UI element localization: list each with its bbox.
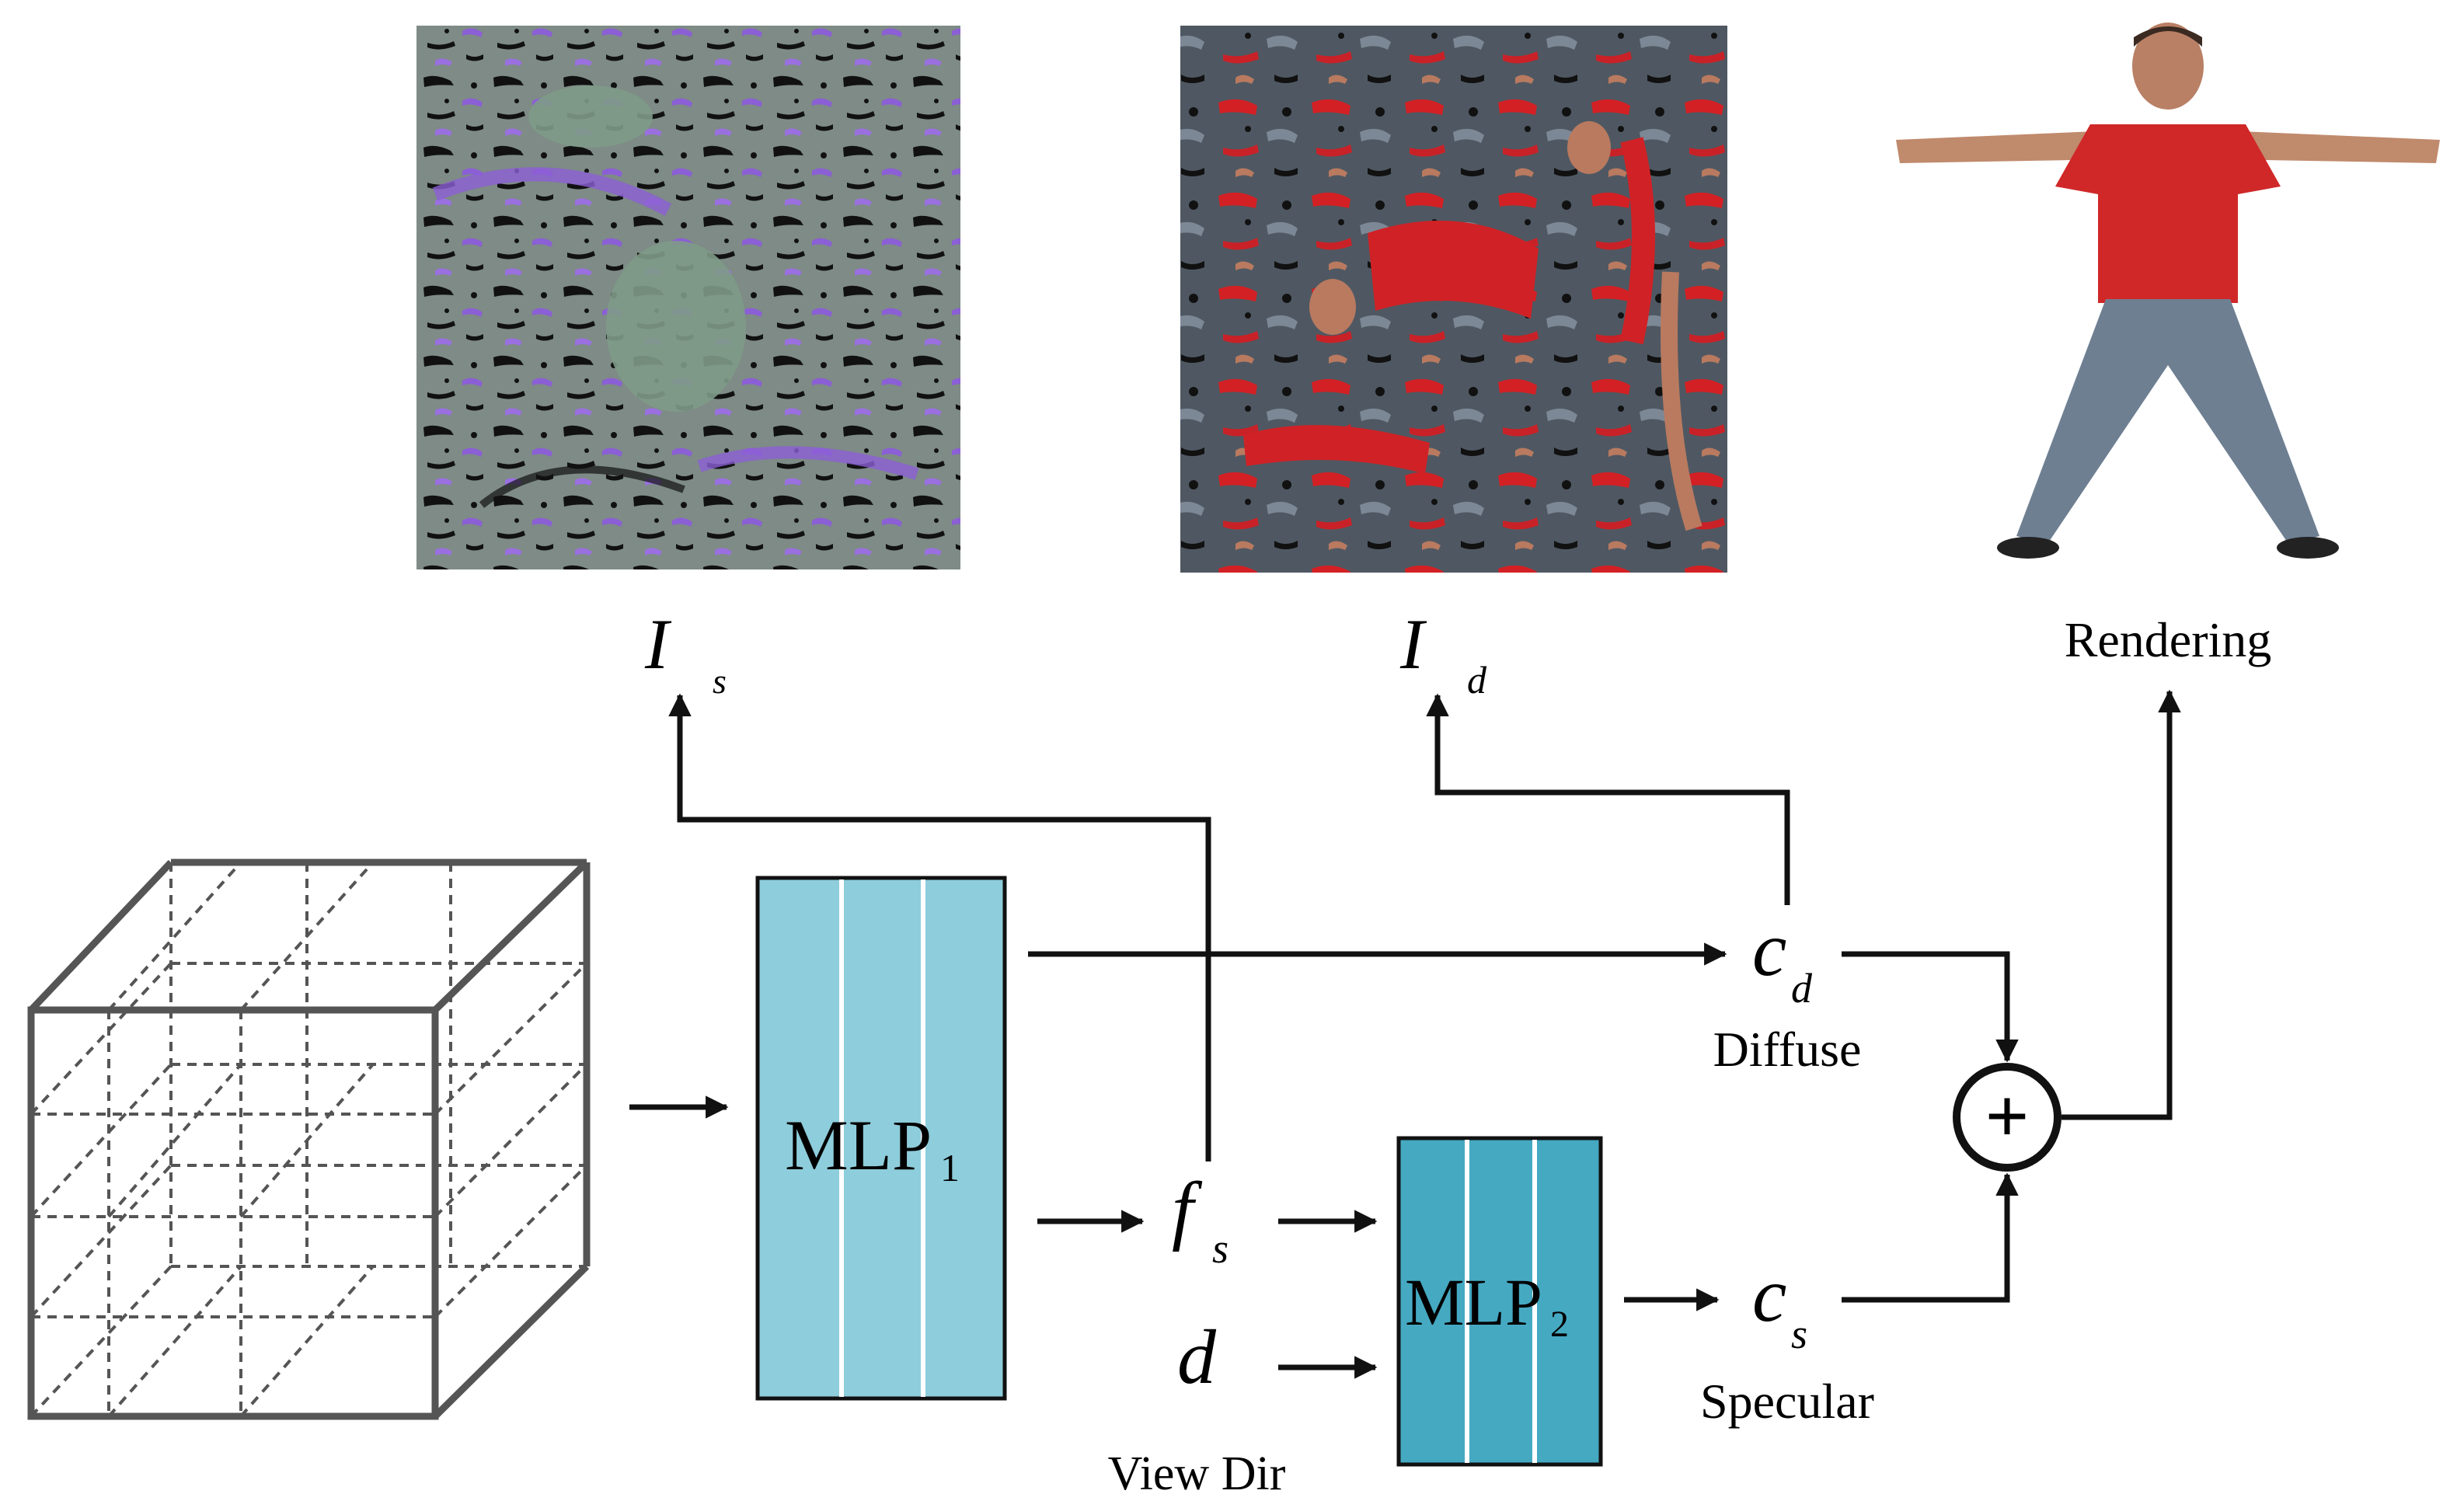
arrow-fs-to-is: [668, 693, 1211, 1161]
view-dir-label: View Dir: [1108, 1447, 1286, 1500]
cs-label-main: c: [1752, 1252, 1786, 1338]
specular-texture-image: [416, 26, 960, 569]
fs-label-main: f: [1172, 1166, 1203, 1252]
is-label-sub: s: [713, 661, 727, 701]
diffuse-label: Diffuse: [1713, 1022, 1862, 1077]
cs-label-sub: s: [1791, 1311, 1807, 1357]
cd-label-main: c: [1752, 906, 1786, 992]
mlp2-label-sub: 2: [1550, 1304, 1569, 1345]
arrow-sum-to-rendering: [2061, 689, 2181, 1120]
d-label: d: [1177, 1314, 1217, 1400]
mlp1-label-sub: 1: [940, 1146, 960, 1189]
cd-label-sub: d: [1791, 965, 1813, 1012]
mlp2-label-main: MLP: [1405, 1265, 1542, 1339]
arrow-cd-to-id: [1426, 693, 1790, 905]
id-label-main: I: [1399, 604, 1427, 684]
rendering-image: [1896, 23, 2440, 559]
specular-label: Specular: [1700, 1374, 1874, 1429]
connectors: [629, 689, 2181, 1379]
mlp1-block: [755, 876, 1007, 1401]
mlp1-label-main: MLP: [785, 1106, 932, 1185]
id-label-sub: d: [1467, 658, 1487, 702]
voxel-grid-cube: [27, 858, 591, 1420]
rendering-label: Rendering: [2065, 612, 2272, 667]
arrow-cs-to-sum: [1842, 1172, 2019, 1303]
mlp2-block: [1396, 1136, 1603, 1467]
is-label-main: I: [644, 604, 672, 684]
sum-plus-sign: +: [1985, 1073, 2030, 1159]
fs-label-sub: s: [1212, 1225, 1229, 1272]
diffuse-texture-image: [1180, 26, 1727, 573]
sum-node: [1953, 1063, 2061, 1172]
arrow-cd-to-sum: [1842, 951, 2019, 1063]
